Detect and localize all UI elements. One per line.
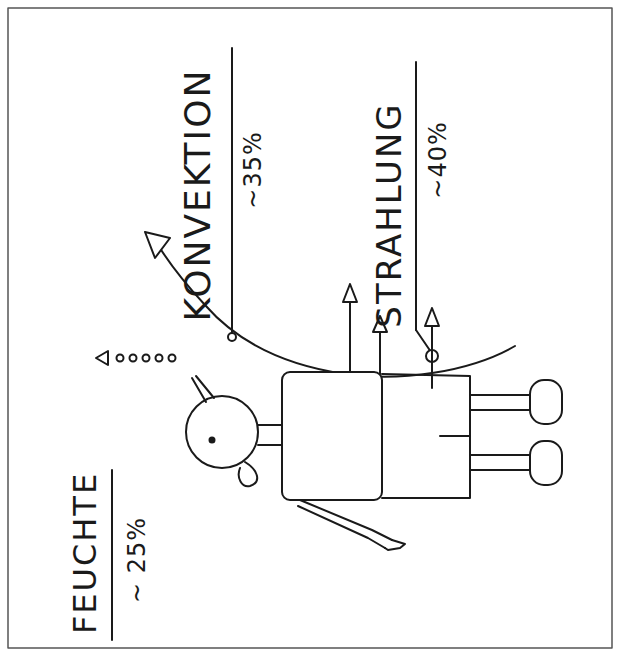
radiation-arrow [349, 300, 351, 382]
percentage: ~ 25% [125, 517, 149, 603]
underline [111, 470, 113, 640]
label-text: STRAHLUNG [372, 102, 406, 327]
percentage: ~35% [241, 131, 265, 208]
person-figure [186, 372, 562, 550]
label-text: FEUCHTE [69, 472, 101, 634]
leader-line [231, 48, 233, 337]
leader-dot [228, 333, 236, 341]
label-text: KONVEKTION [180, 69, 216, 322]
radiation-arrow [431, 324, 433, 388]
arrow-head [145, 232, 170, 258]
arrow-head [425, 308, 439, 326]
underline [415, 62, 417, 330]
frame [8, 8, 612, 648]
arrow-head [343, 284, 357, 302]
moisture-dots [96, 351, 176, 365]
leader-line [416, 330, 431, 352]
percentage: ~40% [426, 121, 450, 198]
